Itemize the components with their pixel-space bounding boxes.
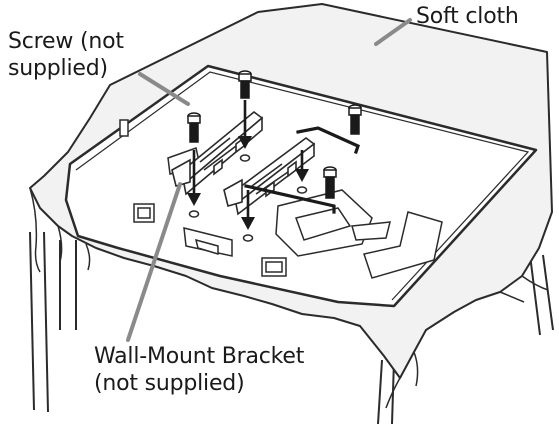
screw-icon xyxy=(348,104,362,135)
screw-icon xyxy=(323,166,337,199)
screw-label-line1: Screw (not xyxy=(8,29,124,54)
bracket-arms xyxy=(244,126,360,214)
bracket-label-line1: Wall-Mount Bracket xyxy=(94,344,305,369)
screw-label: Screw (not supplied) xyxy=(8,28,124,82)
screw-label-line2: supplied) xyxy=(8,56,108,81)
leader-lines xyxy=(126,18,412,342)
screw-icon xyxy=(187,112,201,143)
down-arrows xyxy=(187,100,309,230)
screw-icon xyxy=(238,70,252,99)
soft-cloth-label-text: Soft cloth xyxy=(416,4,519,29)
mounting-holes xyxy=(188,154,308,242)
soft-cloth-label: Soft cloth xyxy=(416,3,519,30)
bracket-label-line2: (not supplied) xyxy=(94,371,245,396)
wall-mount-bracket-label: Wall-Mount Bracket (not supplied) xyxy=(94,343,304,397)
tv-inner-edge xyxy=(75,71,530,301)
cloth-folds xyxy=(29,187,549,409)
